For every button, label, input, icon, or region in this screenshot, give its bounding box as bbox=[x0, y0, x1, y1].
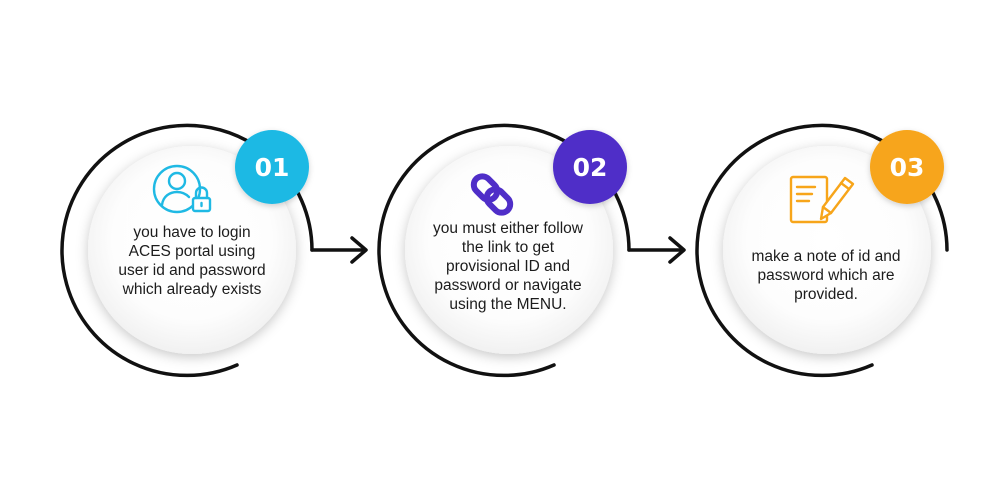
step-1-disc bbox=[88, 146, 296, 354]
arrow-1 bbox=[310, 236, 368, 264]
link-icon bbox=[470, 173, 514, 216]
note-pencil-icon bbox=[789, 175, 855, 224]
step-2-number: 02 bbox=[573, 153, 608, 182]
arrow-2 bbox=[627, 236, 686, 264]
step-3-description: make a note of id and password which are… bbox=[751, 248, 901, 303]
step-1-number: 01 bbox=[255, 153, 290, 182]
step-3-disc bbox=[723, 146, 931, 354]
step-3-number: 03 bbox=[890, 153, 925, 182]
step-1-badge bbox=[235, 130, 309, 204]
user-lock-icon bbox=[152, 164, 212, 214]
step-1: 01 bbox=[60, 123, 314, 378]
step-3-badge bbox=[870, 130, 944, 204]
step-1-description: you have to login ACES portal using user… bbox=[118, 224, 266, 298]
step-2: 02 bbox=[377, 123, 631, 378]
step-2-disc bbox=[405, 146, 613, 354]
step-3: 03 bbox=[695, 123, 949, 378]
step-2-badge bbox=[553, 130, 627, 204]
step-2-description: you must either follow the link to get p… bbox=[433, 220, 583, 313]
